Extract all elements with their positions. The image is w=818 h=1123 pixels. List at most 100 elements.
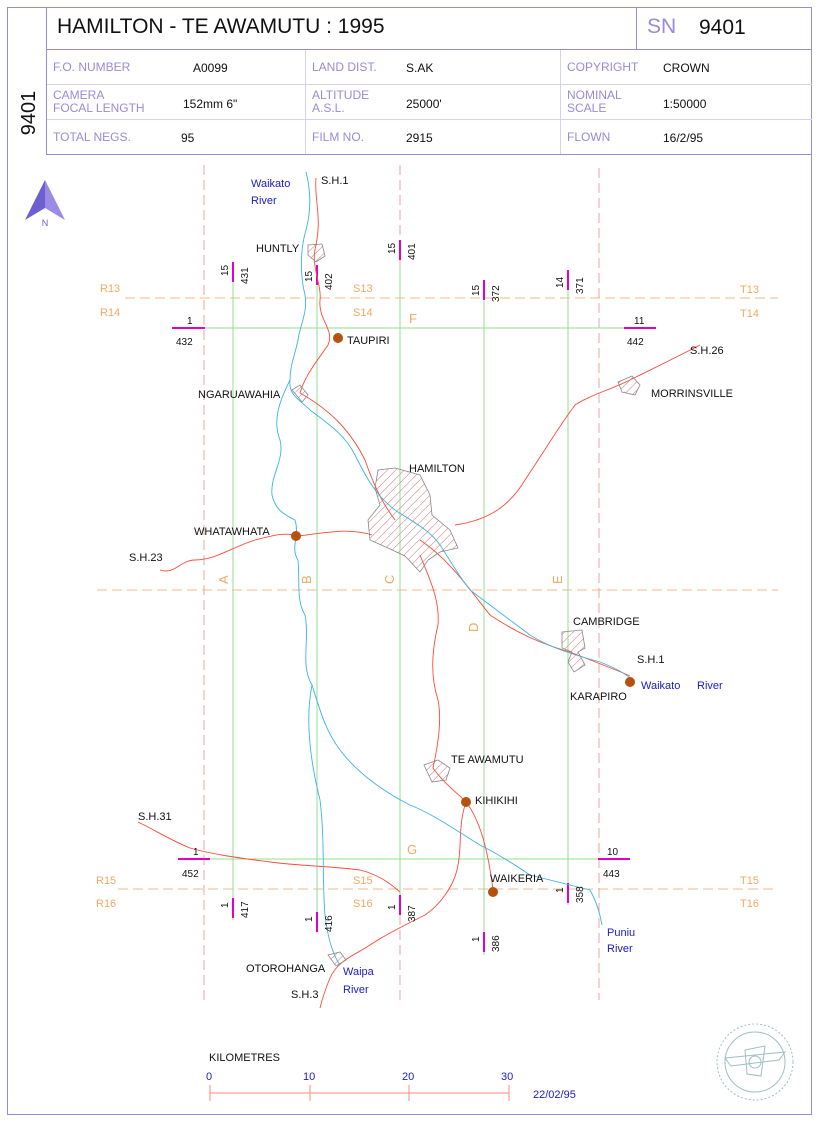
- road-sh23: [159, 530, 373, 572]
- frame-num: 442: [627, 337, 644, 348]
- title-row: HAMILTON - TE AWAMUTU : 1995 SN 9401: [47, 7, 812, 50]
- side-sheet-number: 9401: [7, 7, 47, 155]
- road-sh3-otorohanga: [319, 801, 467, 1009]
- highway-label: S.H.23: [129, 552, 163, 564]
- road-sh1-cambridge: [419, 539, 631, 677]
- frame-num: 1: [220, 902, 231, 908]
- fo-number-value: A0099: [193, 61, 228, 75]
- road-sh31: [137, 821, 401, 893]
- river-label: River: [251, 195, 277, 207]
- film-no-value: 2915: [406, 131, 433, 145]
- fo-number-label: F.O. NUMBER: [53, 60, 131, 74]
- run-letter-e: E: [550, 575, 565, 584]
- info-cell: LAND DIST. S.AK: [305, 50, 560, 84]
- frame-num: 432: [176, 337, 193, 348]
- highway-labels: S.H.1 S.H.26 S.H.23 S.H.1 S.H.31 S.H.3: [129, 175, 724, 1001]
- town-label-taupiri: TAUPIRI: [347, 335, 390, 347]
- map-sheet-frame: [7, 7, 812, 1115]
- flown-label: FLOWN: [567, 130, 611, 144]
- north-arrow-icon: N: [25, 180, 65, 228]
- scale-bar: KILOMETRES 0 10 20 30 22/02/95: [206, 1052, 576, 1101]
- town-areas: [291, 243, 641, 967]
- frame-num: 372: [491, 285, 502, 302]
- grid-label-r13: R13: [100, 283, 120, 295]
- frame-num: 431: [240, 267, 251, 284]
- film-no-label: FILM NO.: [312, 130, 365, 144]
- scale-value: 1:50000: [663, 97, 707, 111]
- info-row: TOTAL NEGS. 95 FILM NO. 2915 FLOWN 16/2/…: [47, 120, 812, 155]
- info-cell: FLOWN 16/2/95: [560, 120, 812, 154]
- frame-numbers: 15 431 15 402 15 401 15 372 14 371 1 432…: [176, 242, 645, 952]
- camera-label: CAMERA: [53, 88, 105, 102]
- waikato-river-north: [289, 171, 311, 411]
- road-waikeria: [465, 801, 494, 891]
- info-cell: FILM NO. 2915: [305, 120, 560, 154]
- roads: [137, 177, 701, 1009]
- frame-num: 1: [187, 316, 193, 327]
- run-letter-c: C: [382, 575, 397, 584]
- nominal-label: NOMINAL: [567, 88, 622, 102]
- land-dist-label: LAND DIST.: [312, 60, 377, 74]
- scale-tick-label: 10: [303, 1071, 315, 1083]
- town-label-ngaruawahia: NGARUAWAHIA: [198, 389, 281, 401]
- waikato-river-hamilton: [309, 409, 633, 681]
- grid-label-t16: T16: [740, 898, 759, 910]
- frame-num: 358: [575, 886, 586, 903]
- grid-label-s15: S15: [353, 875, 373, 887]
- frame-num: 15: [220, 264, 231, 276]
- info-cell: ALTITUDE A.S.L. 25000': [305, 85, 560, 119]
- scale-tick-label: 30: [501, 1071, 513, 1083]
- town-label-karapiro: KARAPIRO: [570, 691, 627, 703]
- frame-num: 371: [575, 277, 586, 294]
- river-label: River: [607, 943, 633, 955]
- waipa-river: [271, 379, 591, 891]
- frame-num: 402: [324, 273, 335, 290]
- altitude-value: 25000': [406, 97, 442, 111]
- river-label: Waikato: [251, 178, 290, 190]
- town-label-waikeria: WAIKERIA: [490, 873, 544, 885]
- rivers: [271, 171, 633, 966]
- river-label: Waipa: [343, 966, 375, 978]
- frame-num: 401: [407, 243, 418, 260]
- highway-label: S.H.3: [291, 989, 319, 1001]
- grid-label-r15: R15: [96, 875, 116, 887]
- run-letter-b: B: [299, 575, 314, 584]
- frame-num: 10: [607, 847, 619, 858]
- frame-num: 1: [387, 904, 398, 910]
- info-row: CAMERA FOCAL LENGTH 152mm 6" ALTITUDE A.…: [47, 85, 812, 120]
- scale-date: 22/02/95: [533, 1089, 576, 1101]
- sn-label: SN: [647, 15, 677, 38]
- morrinsville-area: [617, 375, 641, 396]
- river-label: River: [343, 984, 369, 996]
- scale-tick-label: 0: [206, 1071, 212, 1083]
- town-labels: HUNTLY TAUPIRI NGARUAWAHIA MORRINSVILLE …: [194, 243, 733, 975]
- copyright-label: COPYRIGHT: [567, 60, 639, 74]
- flown-value: 16/2/95: [663, 131, 704, 145]
- grid-label-t15: T15: [740, 875, 759, 887]
- otorohanga-area: [327, 951, 347, 967]
- land-dist-value: S.AK: [406, 61, 434, 75]
- town-label-cambridge: CAMBRIDGE: [573, 616, 640, 628]
- info-cell: COPYRIGHT CROWN: [560, 50, 812, 84]
- road-sh1-north: [299, 177, 331, 394]
- karapiro-dot: [625, 677, 635, 687]
- frame-num: 452: [182, 869, 199, 880]
- kihikihi-dot: [461, 797, 471, 807]
- north-label: N: [42, 218, 49, 228]
- town-label-otorohanga: OTOROHANGA: [246, 963, 326, 975]
- info-cell: NOMINAL SCALE 1:50000: [560, 85, 812, 119]
- whatawhata-dot: [291, 531, 301, 541]
- grid-label-s14: S14: [353, 307, 373, 319]
- frame-num: 15: [471, 284, 482, 296]
- town-label-whatawhata: WHATAWHATA: [194, 526, 270, 538]
- frame-num: 386: [491, 935, 502, 952]
- waipa-river-south: [308, 684, 341, 966]
- info-cell: CAMERA FOCAL LENGTH 152mm 6": [47, 85, 305, 119]
- river-label: Waikato: [641, 680, 680, 692]
- aerial-mapping-seal-icon: [716, 1023, 794, 1101]
- info-cell: TOTAL NEGS. 95: [47, 120, 305, 154]
- grid-label-r14: R14: [100, 307, 120, 319]
- scale-tick-label: 20: [402, 1071, 414, 1083]
- highway-label: S.H.1: [321, 175, 349, 187]
- town-label-kihikihi: KIHIKIHI: [475, 795, 518, 807]
